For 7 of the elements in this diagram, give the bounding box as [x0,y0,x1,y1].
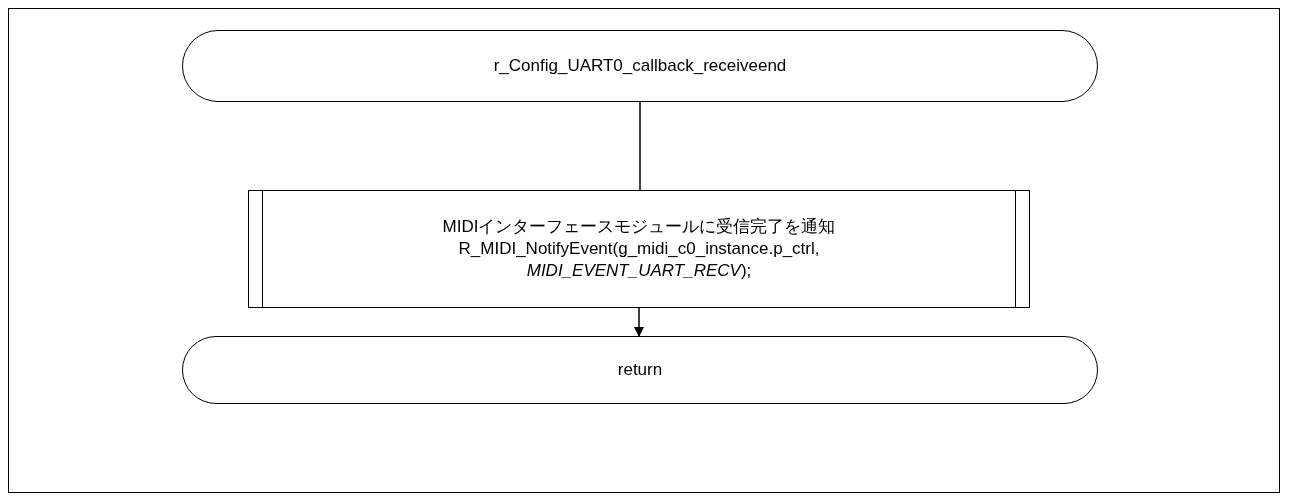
node-label: MIDIインターフェースモジュールに受信完了を通知 [442,216,836,238]
arrow [634,307,644,337]
code-text: R_MIDI_NotifyEvent(g_midi_c0_instance.p_ctrl, MIDI_EVENT_UART_RECV); [457,238,821,282]
predefined-process-box [248,190,1030,308]
node-label: r_Config_UART0_callback_receiveend [493,55,787,77]
connector-line [639,101,641,191]
node-label: return [617,359,663,381]
